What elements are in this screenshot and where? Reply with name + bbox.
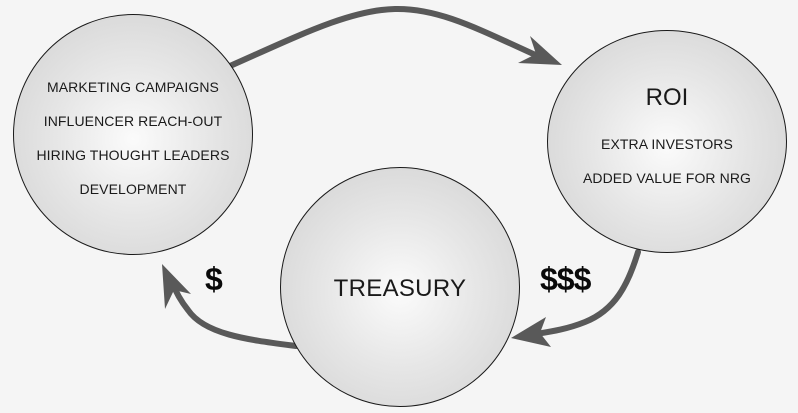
arrow-treasury-to-investment <box>162 264 299 349</box>
investment-circle: MARKETING CAMPAIGNS INFLUENCER REACH-OUT… <box>13 14 253 255</box>
arrow-investment-to-roi <box>227 5 562 69</box>
treasury-circle: TREASURY <box>280 167 520 407</box>
roi-circle: ROI EXTRA INVESTORS ADDED VALUE FOR NRG <box>547 30 787 253</box>
spend-dollar-label: $ <box>205 261 223 297</box>
investment-item: DEVELOPMENT <box>79 180 187 197</box>
investment-item: MARKETING CAMPAIGNS <box>46 78 219 95</box>
investment-item: INFLUENCER REACH-OUT <box>43 112 223 129</box>
return-dollar-label: $$$ <box>540 261 591 297</box>
arrow-roi-to-treasury <box>511 249 641 347</box>
roi-item: ADDED VALUE FOR NRG <box>582 169 752 186</box>
roi-title: ROI <box>645 83 689 111</box>
treasury-title: TREASURY <box>333 275 467 302</box>
investment-list: MARKETING CAMPAIGNS INFLUENCER REACH-OUT… <box>36 70 229 206</box>
investment-item: HIRING THOUGHT LEADERS <box>36 146 230 163</box>
roi-item: EXTRA INVESTORS <box>601 135 733 152</box>
